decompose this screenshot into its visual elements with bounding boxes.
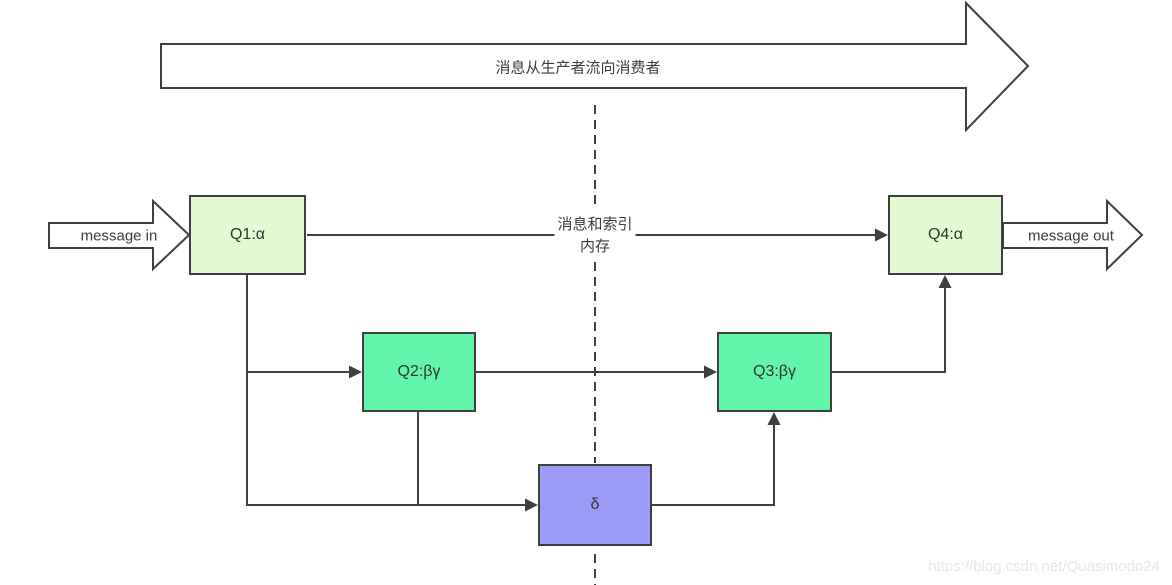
memory-link-label-line1: 消息和索引 xyxy=(557,216,633,233)
node-q2-label: Q2:βγ xyxy=(397,363,441,380)
message-in-label: message in xyxy=(80,227,158,245)
watermark-url: https://blog.csdn.net/Quasimodo24 xyxy=(928,558,1160,575)
node-q3: Q3:βγ xyxy=(717,332,832,412)
connector-q2-q3 xyxy=(476,365,717,379)
node-delta: δ xyxy=(538,464,652,546)
node-q4: Q4:α xyxy=(888,195,1003,275)
memory-link-label: 消息和索引 内存 xyxy=(554,214,636,258)
producer-to-consumer-arrow xyxy=(160,0,1030,133)
memory-link-label-line2: 内存 xyxy=(579,238,611,255)
message-out-label: message out xyxy=(1028,227,1114,245)
connector-q1-delta xyxy=(246,275,538,512)
node-q1: Q1:α xyxy=(189,195,306,275)
connector-delta-q3 xyxy=(652,412,781,506)
node-q3-label: Q3:βγ xyxy=(753,363,796,380)
message-out-arrow xyxy=(1002,198,1144,272)
top-arrow-label: 消息从生产者流向消费者 xyxy=(495,59,661,77)
node-q2: Q2:βγ xyxy=(362,332,476,412)
connector-q1-q2 xyxy=(247,365,362,379)
message-in-arrow xyxy=(48,198,191,272)
connector-q3-q4 xyxy=(832,275,952,373)
node-q1-label: Q1:α xyxy=(229,226,266,243)
node-q4-label: Q4:α xyxy=(927,226,964,243)
node-delta-label: δ xyxy=(590,496,600,513)
